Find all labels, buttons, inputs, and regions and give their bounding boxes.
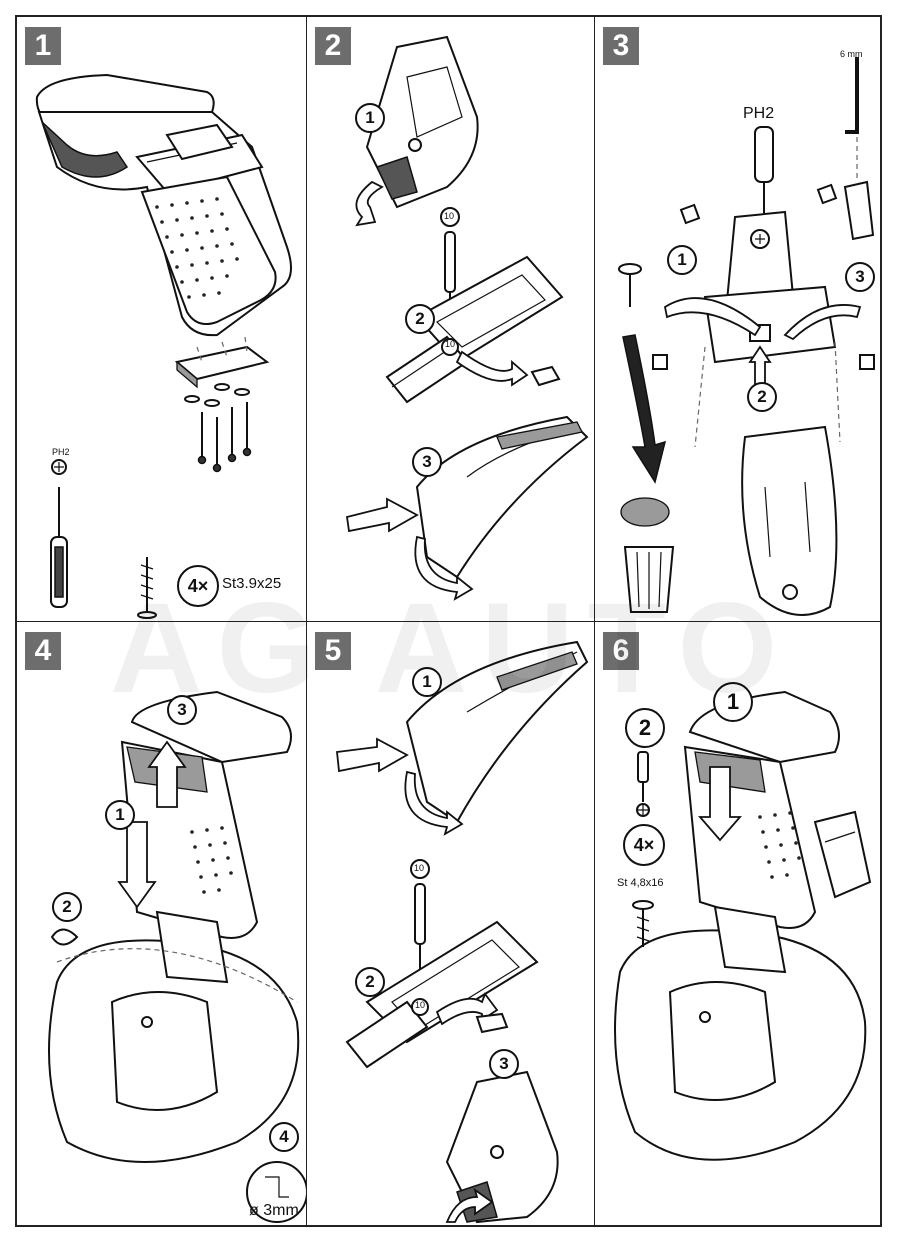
screw-count-badge: 4× — [177, 565, 219, 607]
step-number-badge: 4 — [25, 632, 61, 670]
step-number-badge: 1 — [25, 27, 61, 65]
washers — [184, 383, 250, 407]
step-panel-5: 5 1 2 3 10 10 — [307, 622, 595, 1227]
wrench-size-label: 10 — [414, 863, 425, 873]
step-number-badge: 3 — [603, 27, 639, 65]
final-fastening-illustration — [614, 690, 872, 1161]
texture-dots — [758, 811, 801, 879]
instruction-sheet: 1 — [15, 15, 882, 1227]
screw-count-badge: 4× — [623, 824, 665, 866]
socket-mark-label: 10 — [415, 1000, 426, 1010]
wrench-size-label: 10 — [444, 211, 455, 221]
callout-1: 1 — [105, 800, 135, 830]
step-number-badge: 2 — [315, 27, 351, 65]
armrest-exploded-illustration — [35, 73, 292, 619]
callout-3: 3 — [845, 262, 875, 292]
base-assembly-illustration — [618, 57, 875, 616]
step-panel-3: 3 — [595, 17, 882, 622]
screw-illustration — [137, 557, 157, 619]
drill-spec-label: ø 3mm — [249, 1202, 299, 1219]
step-panel-4: 4 1 — [17, 622, 307, 1227]
callout-4: 4 — [269, 1122, 299, 1152]
step-number-badge: 5 — [315, 632, 351, 670]
step-panel-6: 6 — [595, 622, 882, 1227]
callout-3: 3 — [167, 695, 197, 725]
tool-label: PH2 — [52, 447, 70, 457]
callout-3: 3 — [412, 447, 442, 477]
ph2-screwdriver-illustration — [50, 459, 68, 608]
callout-2: 2 — [625, 708, 665, 748]
callout-2: 2 — [355, 967, 385, 997]
callout-2: 2 — [52, 892, 82, 922]
clamp-removal-illustration — [345, 35, 589, 601]
hex-key-size-label: 6 mm — [840, 49, 863, 59]
step-panel-1: 1 — [17, 17, 307, 622]
screws — [197, 402, 252, 473]
screw-spec-label: St 4,8x16 — [617, 877, 664, 889]
step-panel-2: 2 1 2 3 10 — [307, 17, 595, 622]
callout-2: 2 — [747, 382, 777, 412]
armrest-mounting-illustration — [48, 690, 306, 1223]
callout-1: 1 — [355, 103, 385, 133]
socket-mark-label: 10 — [445, 339, 456, 349]
screw-spec-label: St3.9x25 — [222, 575, 282, 592]
step-number-badge: 6 — [603, 632, 639, 670]
clamp-installation-illustration — [336, 640, 589, 1224]
callout-1: 1 — [713, 682, 753, 722]
texture-dots — [155, 197, 239, 299]
callout-3: 3 — [489, 1049, 519, 1079]
texture-dots — [190, 826, 233, 894]
callout-1: 1 — [667, 245, 697, 275]
callout-2: 2 — [405, 304, 435, 334]
tool-label: PH2 — [743, 105, 775, 122]
callout-1: 1 — [412, 667, 442, 697]
